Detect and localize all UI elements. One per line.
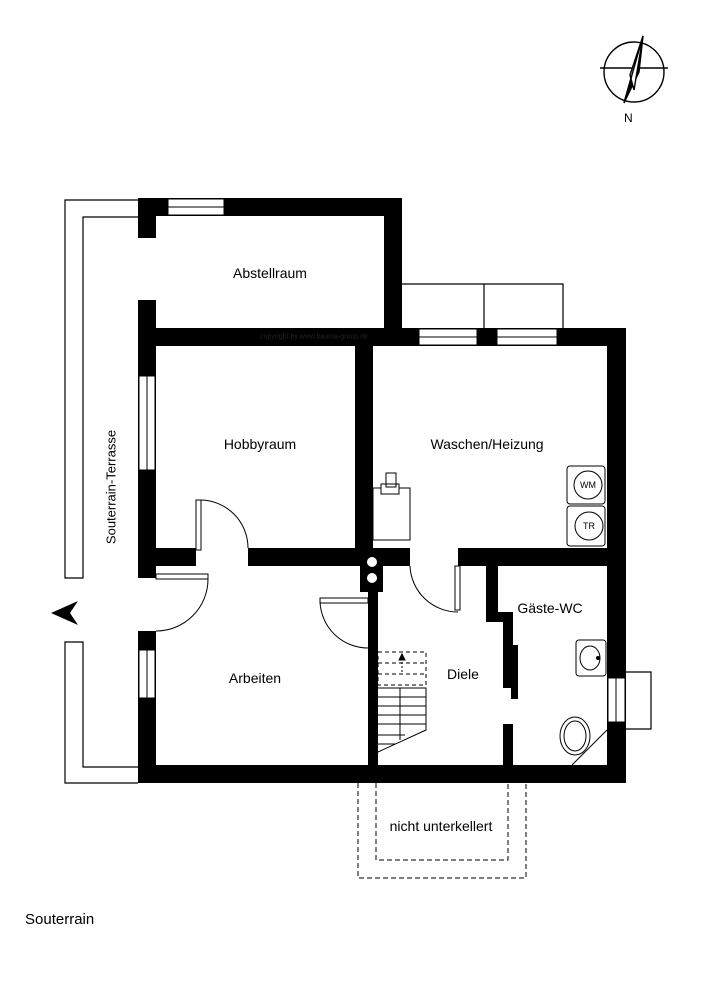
room-label-arbeiten: Arbeiten xyxy=(228,670,282,686)
interior-walls xyxy=(138,328,626,765)
dryer-label: TR xyxy=(583,521,595,531)
copyright-text: copyright by www.bauma-group.de xyxy=(260,333,368,341)
wc-window-box xyxy=(625,671,652,730)
room-label-waschen-heizung: Waschen/Heizung xyxy=(430,436,544,452)
windows xyxy=(138,198,626,723)
pillar-circle xyxy=(367,557,377,567)
basin-icon xyxy=(575,639,607,677)
room-label-gaeste-wc: Gäste-WC xyxy=(517,600,583,616)
dryer-icon xyxy=(566,505,606,547)
stairs xyxy=(377,651,427,753)
washer-label: WM xyxy=(580,480,596,490)
washer-icon xyxy=(566,465,606,505)
room-label-abstellraum: Abstellraum xyxy=(233,265,307,281)
label-souterrain-terrasse: Souterrain-Terrasse xyxy=(103,429,119,545)
terrace-outline xyxy=(64,199,138,784)
utility-sink-icon xyxy=(372,472,411,541)
doors xyxy=(155,499,608,766)
bay-outline xyxy=(400,283,564,328)
toilet-icon xyxy=(559,716,591,756)
entrance-arrow-icon xyxy=(51,601,78,625)
floor-name: Souterrain xyxy=(25,911,95,928)
room-label-hobbyraum: Hobbyraum xyxy=(223,436,297,452)
north-compass-icon xyxy=(600,35,668,104)
pillar-circle xyxy=(367,573,377,583)
label-nicht-unterkellert: nicht unterkellert xyxy=(389,818,493,834)
not-basement-area xyxy=(357,783,527,879)
north-label: N xyxy=(624,111,633,125)
room-label-diele: Diele xyxy=(447,666,479,682)
